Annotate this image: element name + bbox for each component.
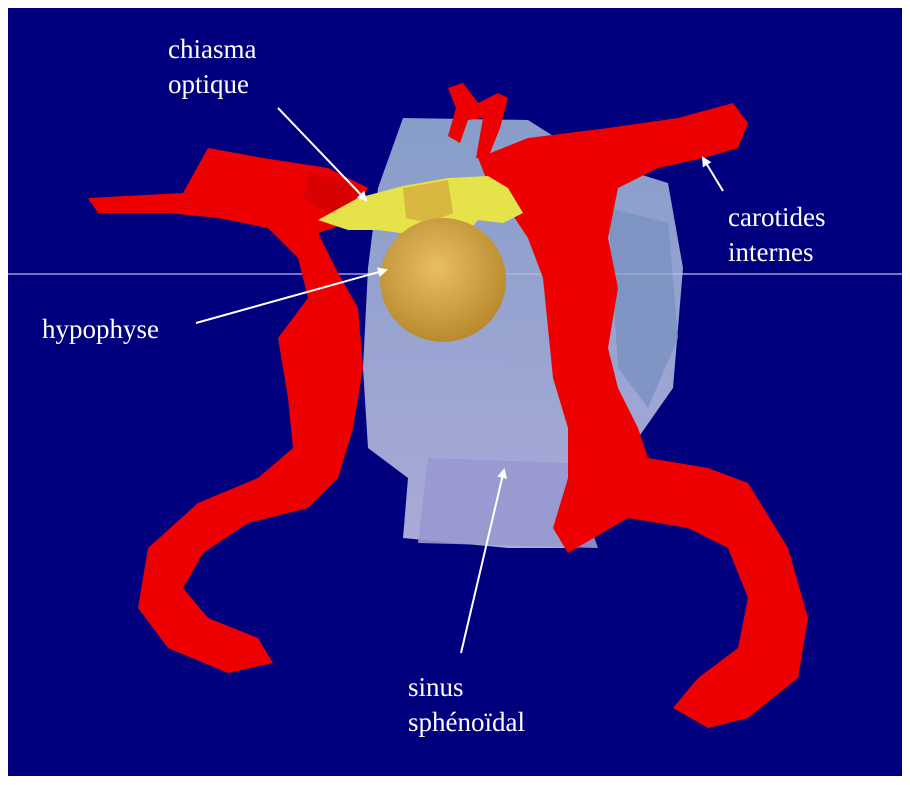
label-sinus-line2: sphénoïdal	[408, 705, 525, 740]
pituitary-gland	[380, 218, 506, 342]
label-chiasma-line2: optique	[168, 67, 256, 102]
label-carotides-line1: carotides	[728, 200, 825, 235]
label-carotides-internes: carotides internes	[728, 200, 825, 270]
label-carotides-line2: internes	[728, 235, 825, 270]
label-chiasma-optique: chiasma optique	[168, 32, 256, 102]
label-chiasma-line1: chiasma	[168, 32, 256, 67]
anatomy-3d-render: chiasma optique carotides internes hypop…	[8, 8, 902, 776]
render-canvas	[8, 8, 902, 776]
label-hypophyse-text: hypophyse	[42, 312, 159, 347]
label-sinus-line1: sinus	[408, 670, 525, 705]
label-hypophyse: hypophyse	[42, 312, 159, 347]
label-sinus-sphenoidal: sinus sphénoïdal	[408, 670, 525, 740]
